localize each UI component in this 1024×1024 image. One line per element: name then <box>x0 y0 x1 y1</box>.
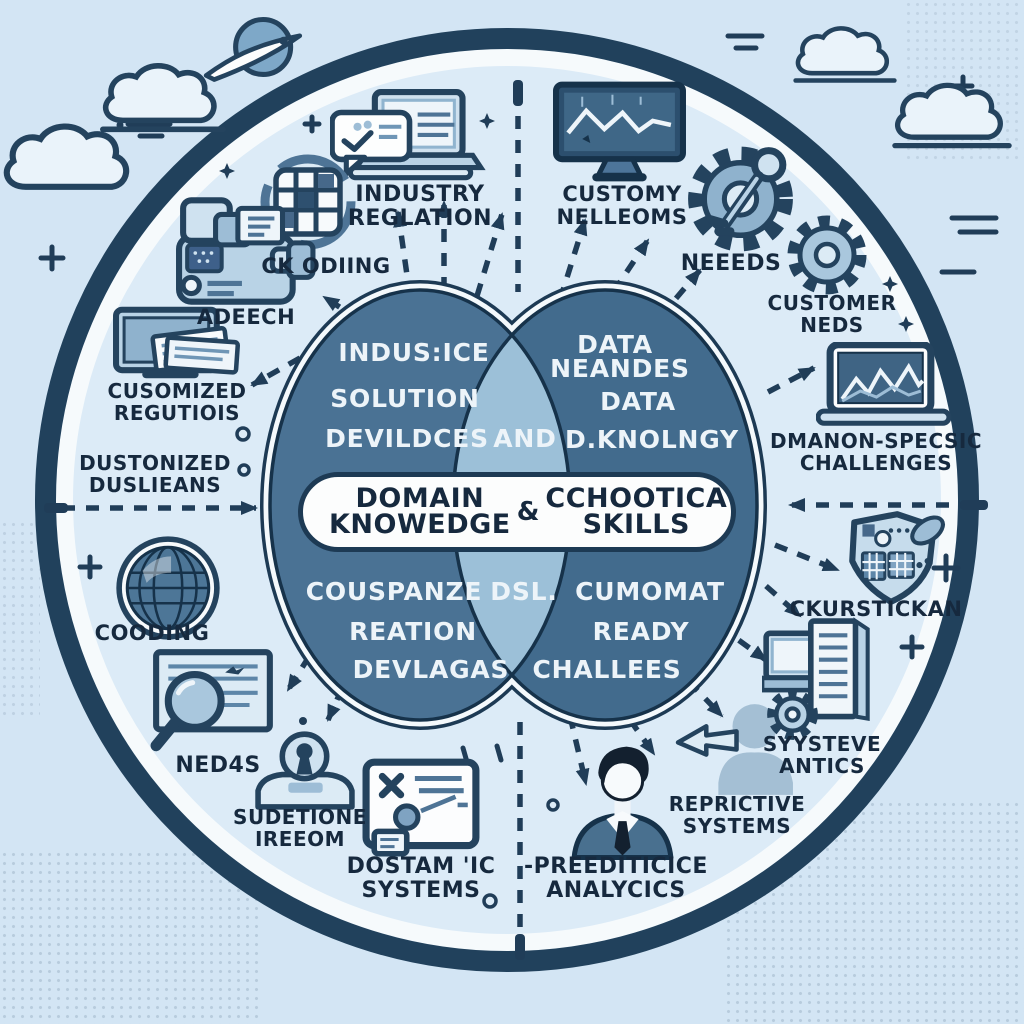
venn-right-bottom-line3: CHALLEES <box>532 655 682 684</box>
building-gear-icon <box>762 615 884 747</box>
banner-left-title: DOMAIN KNOWEDGE <box>329 483 511 540</box>
label-neeeds: NEEEDS <box>680 251 782 276</box>
cloud-icon <box>878 78 1024 152</box>
center-banner: DOMAIN KNOWEDGE & CCHOOTICA SKILLS <box>298 472 736 552</box>
whiteboard-icon <box>362 758 482 860</box>
label-nedas: NED4S <box>175 753 261 778</box>
venn-right-bottom-line1: CUMOMAT <box>575 577 725 606</box>
venn-overlap-bottom-label: DSL. <box>490 577 558 606</box>
shield-badge-icon <box>838 508 950 610</box>
document-magnifier-icon <box>148 648 280 760</box>
businessman-icon <box>560 738 686 860</box>
venn-overlap-top-label: AND <box>493 424 557 453</box>
venn-right-top-line2: NEANDES <box>550 354 690 383</box>
venn-left-bottom-line2: REATION <box>349 617 477 646</box>
venn-left-top-line3: DEVILDCES <box>325 424 489 453</box>
label-cooding: COODING <box>94 621 210 645</box>
venn-right-top-line3: DATA <box>600 387 676 416</box>
venn-right-bottom-line2: READY <box>592 617 690 646</box>
gear-icon <box>782 210 872 300</box>
venn-right-top-line4: D.KNOLNGY <box>565 425 739 454</box>
banner-ampersand: & <box>516 497 540 527</box>
keyhole-person-icon <box>252 726 358 812</box>
rocket-planet-icon <box>200 12 312 84</box>
label-ckurstickan: CKURSTICKAN <box>789 597 963 621</box>
cloud-icon <box>0 118 156 204</box>
monitor-linechart-icon <box>552 80 688 190</box>
venn-left-bottom-line3: DEVLAGAS <box>352 655 510 684</box>
banner-right-title: CCHOOTICA SKILLS <box>545 483 728 540</box>
venn-right-top-line1: DATA <box>577 330 653 359</box>
laptop-mountain-chart-icon <box>816 342 952 436</box>
monitor-documents-icon <box>112 305 248 385</box>
modular-blocks-icon <box>175 196 317 308</box>
cloud-icon <box>88 58 238 136</box>
qr-grid-icon <box>258 152 358 252</box>
gear-key-icon <box>678 128 804 270</box>
stipple-texture <box>0 520 40 720</box>
label-ck-odiing: CK ODIING <box>261 254 391 278</box>
globe-icon <box>112 532 224 644</box>
venn-left-bottom-line1: COUSPANZE <box>305 577 483 606</box>
venn-left-top-line2: SOLUTION <box>330 384 480 413</box>
laptop-chat-icon <box>330 88 488 190</box>
venn-left-top-line1: INDUS:ICE <box>338 338 490 367</box>
label-adeech: ADEECH <box>196 305 296 329</box>
cloud-icon <box>782 22 908 86</box>
silhouette-arrow-icon <box>672 700 798 796</box>
